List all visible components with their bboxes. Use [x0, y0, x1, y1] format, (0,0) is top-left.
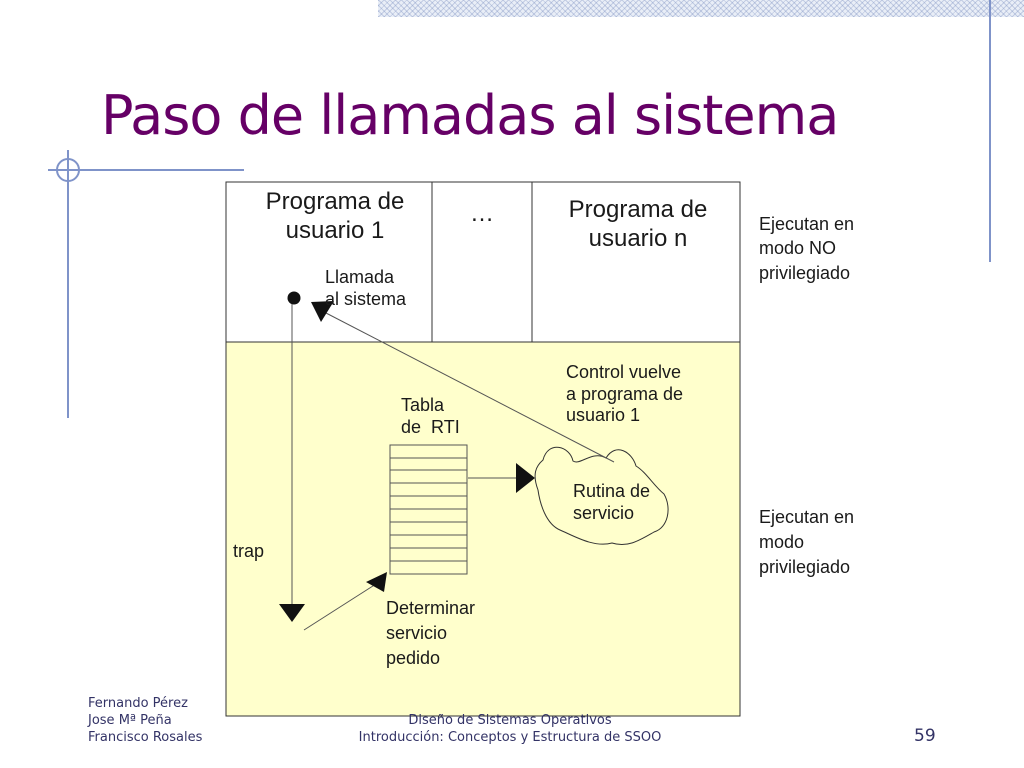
- privileged-mode-label: Ejecutan en modo privilegiado: [759, 507, 855, 578]
- footer-authors: Fernando Pérez Jose Mª Peña Francisco Ro…: [88, 696, 203, 745]
- rti-table: [389, 444, 468, 575]
- return-arrowhead: [311, 301, 334, 322]
- user-area-box-1: [225, 181, 433, 343]
- user-program-1-label: Programa de usuario 1: [265, 188, 405, 244]
- user-area-box-ellipsis: [431, 181, 533, 343]
- user-area-box-n: [531, 181, 741, 343]
- system-call-label: Llamada al sistema: [325, 267, 407, 309]
- hatched-banner: [378, 0, 1024, 17]
- footer-course: Diseño de Sistemas Operativos Introducci…: [358, 713, 662, 745]
- service-routine-label: Rutina de servicio: [573, 481, 651, 523]
- rti-table-label: Tabla de RTI: [401, 395, 460, 437]
- determine-service-label: Determinar servicio pedido: [386, 598, 476, 669]
- dispatch-arrowhead: [366, 572, 387, 592]
- user-program-n-label: Programa de usuario n: [568, 196, 708, 252]
- table-to-routine-arrowhead: [516, 463, 535, 493]
- trap-arrowhead: [279, 604, 305, 622]
- deco-line-title-underline: [48, 169, 244, 171]
- non-privileged-mode-label: Ejecutan en modo NO privilegiado: [759, 214, 855, 283]
- return-line: [325, 312, 615, 463]
- deco-line-right-vertical: [989, 0, 991, 262]
- ellipsis-label: …: [470, 200, 494, 227]
- service-routine-shape: [534, 446, 669, 546]
- slide-title: Paso de llamadas al sistema: [101, 84, 839, 147]
- control-returns-label: Control vuelve a programa de usuario 1: [566, 362, 684, 426]
- dispatch-line: [303, 583, 377, 631]
- deco-line-left-vertical: [67, 150, 69, 418]
- circle-ornament-icon: [56, 158, 80, 182]
- page-number: 59: [914, 726, 936, 746]
- trap-label: trap: [233, 541, 265, 561]
- system-call-dot: [287, 291, 301, 305]
